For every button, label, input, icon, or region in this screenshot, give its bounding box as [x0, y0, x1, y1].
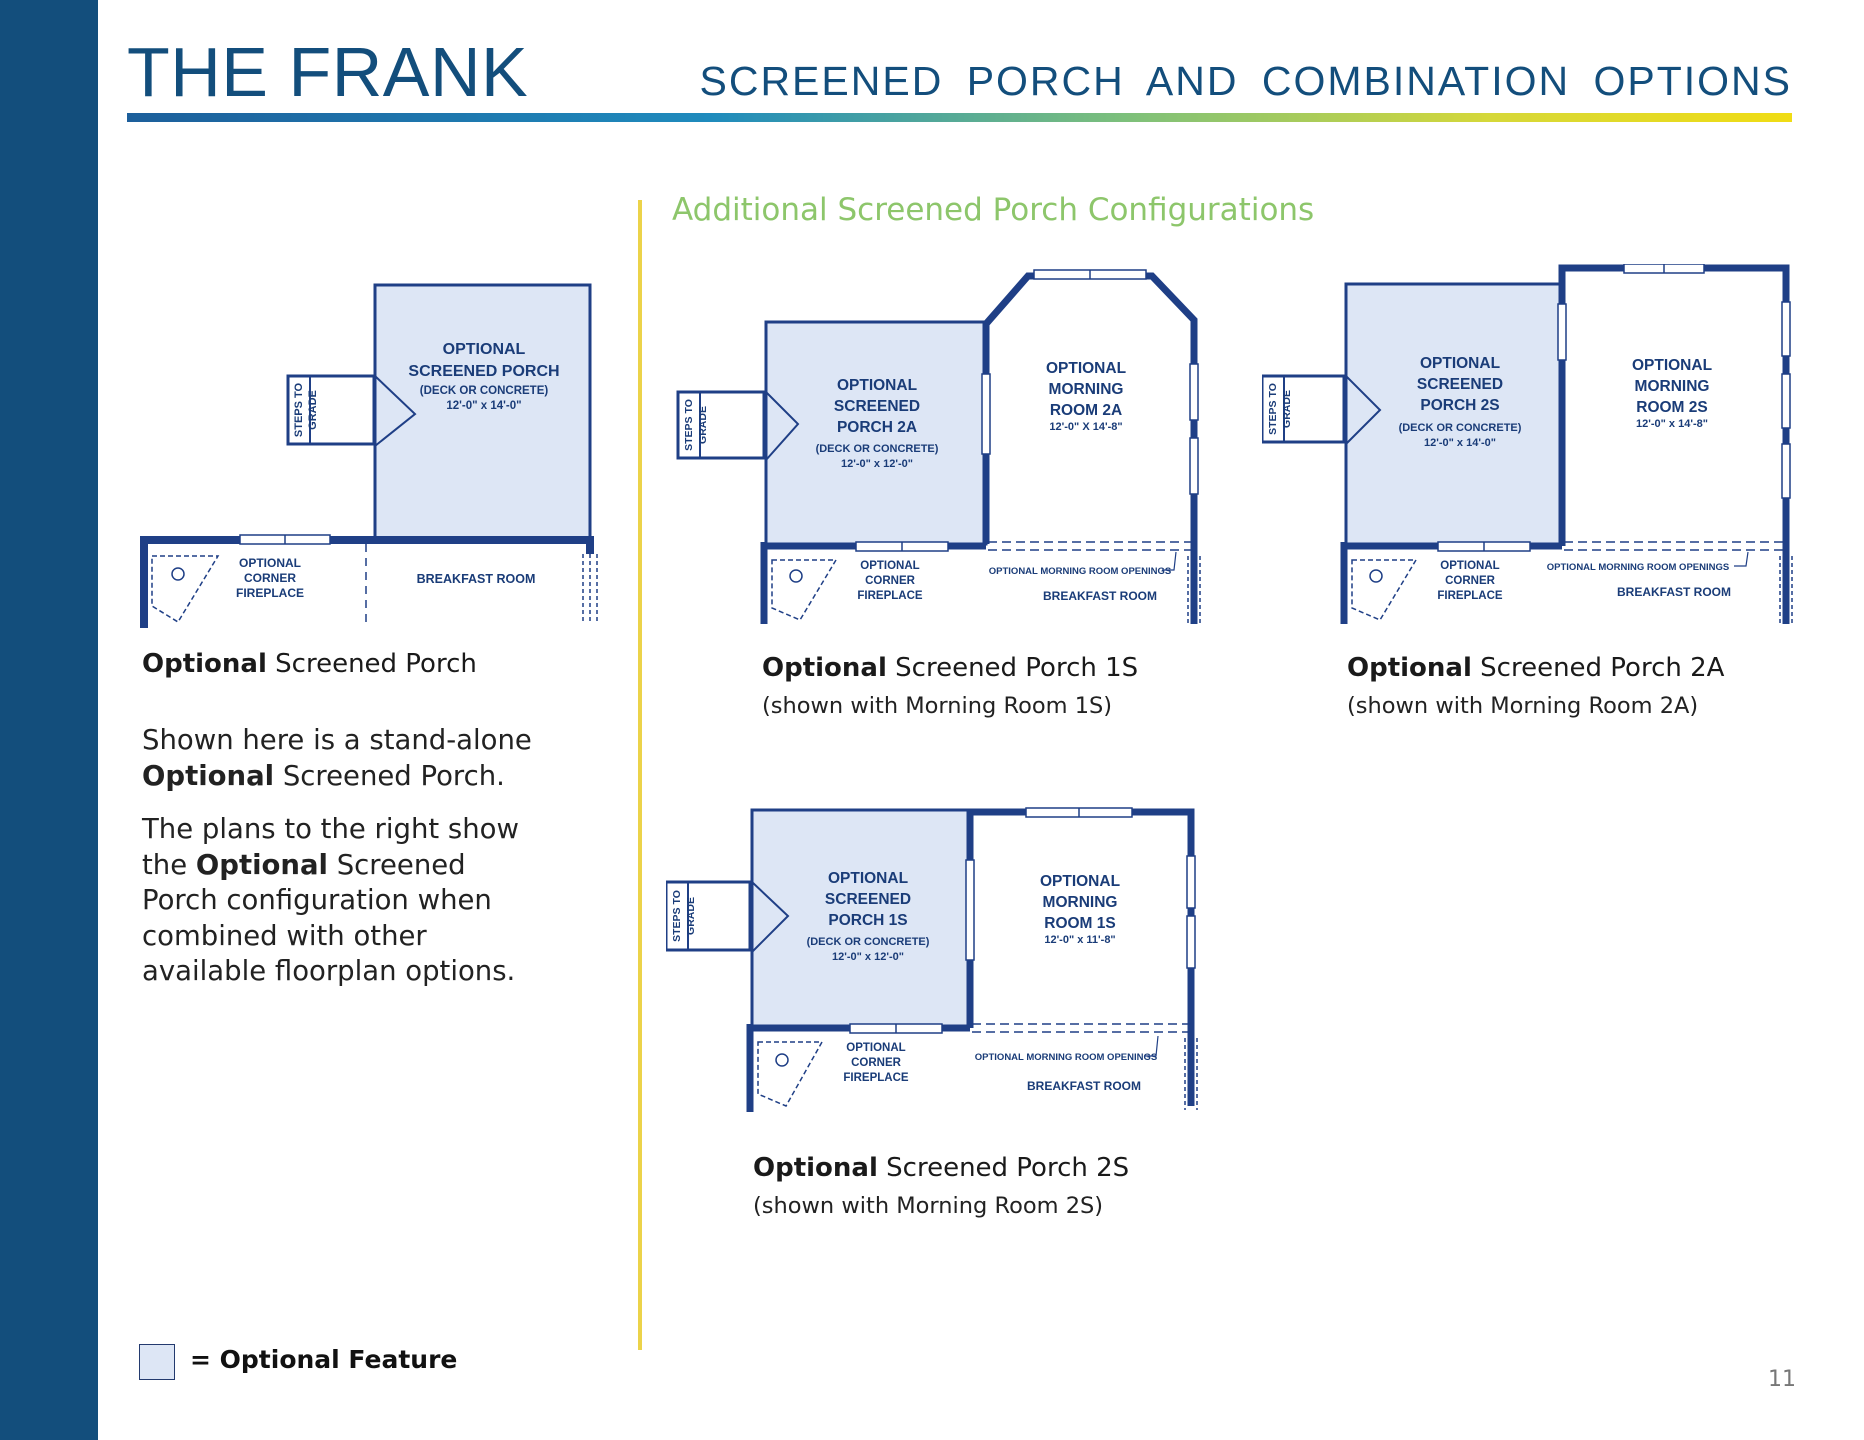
caption-porch-2s: Optional Screened Porch 2S (shown with M… [753, 1153, 1130, 1219]
svg-text:PORCH 1S: PORCH 1S [828, 912, 907, 929]
svg-text:12'-0" x 12'-0": 12'-0" x 12'-0" [841, 458, 913, 470]
caption-standalone: Optional Screened Porch [142, 649, 477, 679]
openings-label: OPTIONAL MORNING ROOM OPENINGS [989, 566, 1171, 577]
svg-text:SCREENED PORCH: SCREENED PORCH [408, 363, 559, 380]
page-number: 11 [1768, 1367, 1796, 1392]
openings-label: OPTIONAL MORNING ROOM OPENINGS [975, 1052, 1157, 1063]
description-paragraph-1: Shown here is a stand-alone Optional Scr… [142, 724, 532, 792]
svg-text:STEPS TO: STEPS TO [1267, 383, 1279, 435]
breakfast-room-label: BREAKFAST ROOM [417, 572, 536, 586]
svg-text:(DECK OR CONCRETE): (DECK OR CONCRETE) [807, 936, 930, 948]
steps-box [666, 880, 752, 952]
svg-text:ROOM 2S: ROOM 2S [1636, 399, 1707, 416]
fireplace-icon [171, 567, 185, 581]
svg-text:12'-0" x 14'-8": 12'-0" x 14'-8" [1636, 418, 1708, 430]
svg-text:MORNING: MORNING [1049, 381, 1124, 398]
caption-porch-1s: Optional Screened Porch 1S (shown with M… [762, 653, 1139, 719]
svg-text:FIREPLACE: FIREPLACE [843, 1072, 909, 1084]
svg-text:STEPS TO: STEPS TO [671, 890, 683, 942]
porch-label: OPTIONAL [837, 377, 917, 394]
svg-text:SCREENED: SCREENED [1417, 376, 1503, 393]
left-sidebar-band [0, 0, 98, 1440]
svg-text:SCREENED: SCREENED [825, 891, 911, 908]
header-gradient-rule [127, 113, 1792, 122]
svg-text:OPTIONAL: OPTIONAL [860, 560, 919, 572]
steps-box [1262, 374, 1346, 444]
caption-porch-2a: Optional Screened Porch 2A (shown with M… [1347, 653, 1725, 719]
svg-text:12'-0" x 11'-8": 12'-0" x 11'-8" [1044, 934, 1115, 946]
svg-text:MORNING: MORNING [1043, 894, 1118, 911]
door-swing [374, 375, 417, 447]
svg-text:CORNER: CORNER [865, 575, 916, 587]
svg-text:(DECK OR CONCRETE): (DECK OR CONCRETE) [816, 443, 939, 455]
floorplan-porch-2a: STEPS TO GRADE OPTIONAL SCREENED PORCH 2… [1262, 264, 1802, 634]
svg-text:PORCH 2A: PORCH 2A [837, 419, 917, 436]
svg-text:GRADE: GRADE [307, 390, 319, 430]
svg-text:STEPS TO: STEPS TO [683, 399, 695, 451]
svg-text:(DECK OR CONCRETE): (DECK OR CONCRETE) [1399, 422, 1522, 434]
floorplan-standalone-porch: STEPS TO GRADE OPTIONAL SCREENED PORCH (… [140, 278, 600, 628]
svg-text:MORNING: MORNING [1635, 378, 1710, 395]
svg-text:12'-0" x 14'-0": 12'-0" x 14'-0" [1424, 437, 1496, 449]
svg-text:FIREPLACE: FIREPLACE [857, 590, 923, 602]
porch-room [1344, 282, 1564, 546]
svg-text:BREAKFAST ROOM: BREAKFAST ROOM [1617, 585, 1731, 599]
svg-text:SCREENED: SCREENED [834, 398, 920, 415]
floorplan-porch-1s: STEPS TO GRADE OPTIONAL SCREENED PORCH 2… [676, 264, 1216, 634]
floorplan-standalone-svg: STEPS TO GRADE OPTIONAL SCREENED PORCH (… [140, 283, 598, 628]
legend-label: = Optional Feature [190, 1345, 458, 1374]
steps-box [286, 374, 376, 446]
svg-text:OPTIONAL: OPTIONAL [1440, 560, 1499, 572]
svg-text:GRADE: GRADE [685, 897, 697, 935]
openings-label: OPTIONAL MORNING ROOM OPENINGS [1547, 562, 1729, 573]
page-subtitle: SCREENED PORCH AND COMBINATION OPTIONS [699, 58, 1792, 104]
svg-text:CORNER: CORNER [851, 1057, 902, 1069]
svg-text:ROOM 2A: ROOM 2A [1050, 402, 1122, 419]
steps-label: STEPS TO [293, 382, 305, 437]
svg-text:12'-0" X 14'-8": 12'-0" X 14'-8" [1049, 421, 1122, 433]
legend-swatch [139, 1344, 175, 1380]
fireplace-outline [151, 555, 220, 624]
svg-text:CORNER: CORNER [1445, 575, 1496, 587]
description-text: Shown here is a stand-alone Optional Scr… [142, 723, 542, 1008]
svg-text:ROOM 1S: ROOM 1S [1044, 915, 1115, 932]
morning-room-label: OPTIONAL [1046, 360, 1126, 377]
fireplace-label: OPTIONAL [239, 556, 301, 570]
svg-text:12'-0" x 12'-0": 12'-0" x 12'-0" [832, 951, 904, 963]
description-paragraph-2: The plans to the right show the Optional… [142, 813, 519, 987]
steps-box [676, 390, 766, 460]
morning-room-label: OPTIONAL [1632, 357, 1712, 374]
svg-text:CORNER: CORNER [244, 571, 296, 585]
svg-text:GRADE: GRADE [697, 406, 709, 444]
svg-text:GRADE: GRADE [1281, 390, 1293, 428]
svg-text:BREAKFAST ROOM: BREAKFAST ROOM [1043, 589, 1157, 603]
porch-room [750, 808, 972, 1028]
svg-text:OPTIONAL: OPTIONAL [846, 1042, 905, 1054]
porch-detail: (DECK OR CONCRETE) [420, 385, 549, 397]
page-title: THE FRANK [127, 33, 529, 111]
porch-label: OPTIONAL [828, 870, 908, 887]
svg-text:FIREPLACE: FIREPLACE [1437, 590, 1503, 602]
vertical-divider [638, 200, 642, 1350]
svg-text:FIREPLACE: FIREPLACE [236, 586, 304, 600]
porch-size: 12'-0" x 14'-0" [446, 400, 521, 412]
porch-label: OPTIONAL [443, 341, 526, 358]
svg-text:BREAKFAST ROOM: BREAKFAST ROOM [1027, 1079, 1141, 1093]
svg-text:PORCH 2S: PORCH 2S [1420, 397, 1499, 414]
section-heading: Additional Screened Porch Configurations [672, 192, 1315, 228]
morning-room-label: OPTIONAL [1040, 873, 1120, 890]
porch-label: OPTIONAL [1420, 355, 1500, 372]
floorplan-porch-2s: STEPS TO GRADE OPTIONAL SCREENED PORCH 1… [666, 806, 1206, 1116]
porch-room [373, 283, 592, 540]
